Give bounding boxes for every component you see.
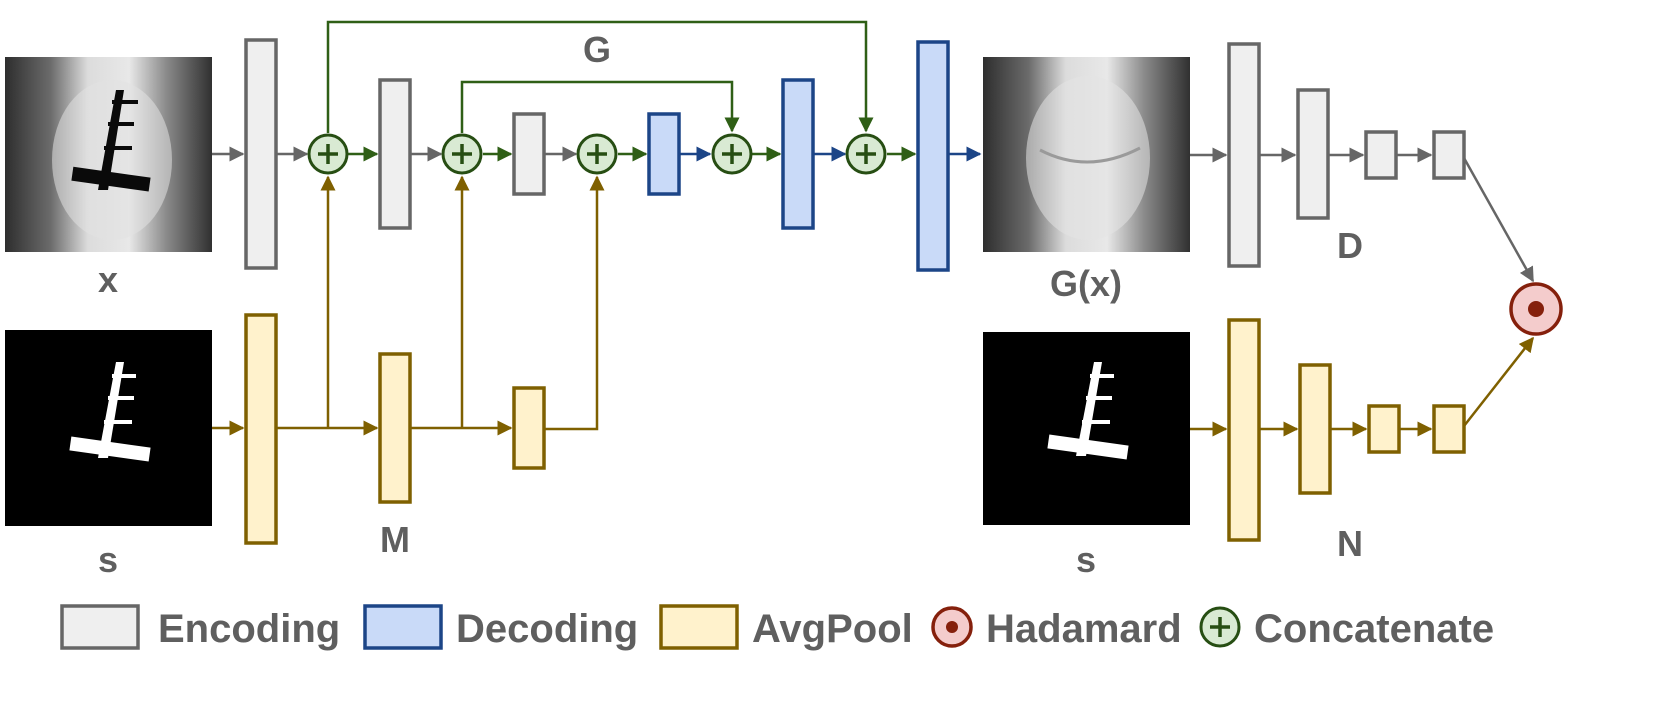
legend-swatch-concatenate [1210,617,1230,637]
avgpool-block-n-1 [1227,318,1261,542]
label-M: M [380,519,410,560]
encoder-block-1 [244,38,278,270]
concat-node-5 [845,133,887,175]
avgpool-block-m-1 [244,313,278,545]
decoder-block-1 [647,112,681,196]
discriminator-block-4 [1432,130,1466,180]
decoder-block-3 [916,40,950,272]
decoder-block-2 [781,78,815,230]
label-D: D [1337,225,1363,266]
label-Gx: G(x) [1050,263,1122,304]
legend-label-encoding: Encoding [158,607,340,651]
legend-item-avgpool: AvgPool [659,604,913,651]
legend-item-decoding: Decoding [363,604,638,651]
hadamard-node [1509,282,1563,336]
legend-swatch-avgpool [659,604,739,650]
concat-node-1 [307,133,349,175]
legend-label-decoding: Decoding [456,607,638,651]
concat-node-2 [441,133,483,175]
avgpool-block-n-3 [1367,404,1401,454]
legend-swatch-encoding [60,604,140,650]
discriminator-block-3 [1364,130,1398,180]
legend-swatch-decoding [363,604,443,650]
xray-input-image [5,57,212,252]
encoder-block-2 [378,78,412,230]
mask-path-arrows [212,175,605,436]
discriminator-arrows [1190,147,1535,283]
label-s-left: s [98,539,118,580]
legend-label-concatenate: Concatenate [1254,607,1494,651]
avgpool-block-n-4 [1432,404,1466,454]
label-N: N [1337,523,1363,564]
mask-input-image-right [983,332,1190,525]
discriminator-block-2 [1296,88,1330,220]
legend: Encoding Decoding AvgPool Hadamard Conca… [60,604,1494,651]
avgpool-block-m-3 [512,386,546,470]
label-s-right: s [1076,539,1096,580]
label-G: G [583,29,611,70]
avgpool-block-n-2 [1298,363,1332,495]
discriminator-block-1 [1227,42,1261,268]
concat-node-3 [576,133,618,175]
concat-nodes [307,133,887,175]
concat-node-4 [711,133,753,175]
legend-label-avgpool: AvgPool [752,607,913,651]
skip-connections [326,20,874,133]
legend-item-encoding: Encoding [60,604,340,651]
label-x: x [98,259,118,300]
legend-item-concatenate: Concatenate [1199,606,1494,651]
legend-item-hadamard: Hadamard [931,606,1182,651]
generated-image [983,57,1190,252]
encoder-block-3 [512,112,546,196]
mask-input-image-left [5,330,212,526]
avgpool-block-m-2 [378,352,412,504]
legend-label-hadamard: Hadamard [986,607,1182,651]
mask-pool-arrows [1190,336,1534,437]
